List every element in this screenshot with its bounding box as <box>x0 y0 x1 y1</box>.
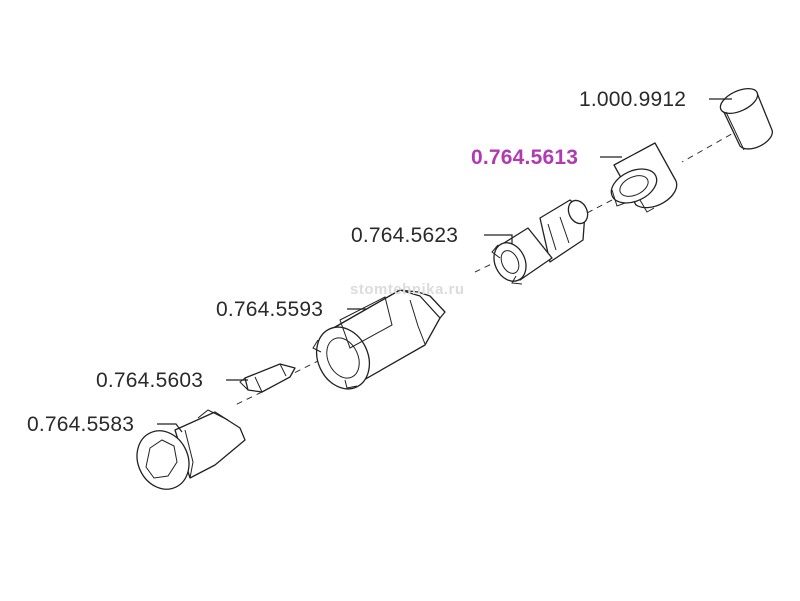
part-number-label[interactable]: 0.764.5583 <box>27 413 135 436</box>
part-body-0-764-5593[interactable] <box>307 289 446 398</box>
leader-0-764-5623 <box>484 234 513 244</box>
part-number-label-highlighted[interactable]: 0.764.5613 <box>471 146 579 169</box>
part-clip-0-764-5603[interactable] <box>239 363 296 393</box>
part-nut-0-764-5583[interactable] <box>128 409 246 498</box>
leader-0-764-5583 <box>157 423 183 433</box>
part-number-label[interactable]: 0.764.5603 <box>96 369 204 392</box>
part-sleeve-0-764-5613[interactable] <box>606 142 678 213</box>
watermark: stomtehnika.ru <box>350 281 465 298</box>
part-number-label[interactable]: 1.000.9912 <box>579 88 687 111</box>
part-number-label[interactable]: 0.764.5593 <box>216 298 324 321</box>
part-number-label[interactable]: 0.764.5623 <box>351 224 459 247</box>
part-ring-1-000-9912[interactable] <box>717 83 773 151</box>
part-coupling-0-764-5623[interactable] <box>488 197 591 286</box>
